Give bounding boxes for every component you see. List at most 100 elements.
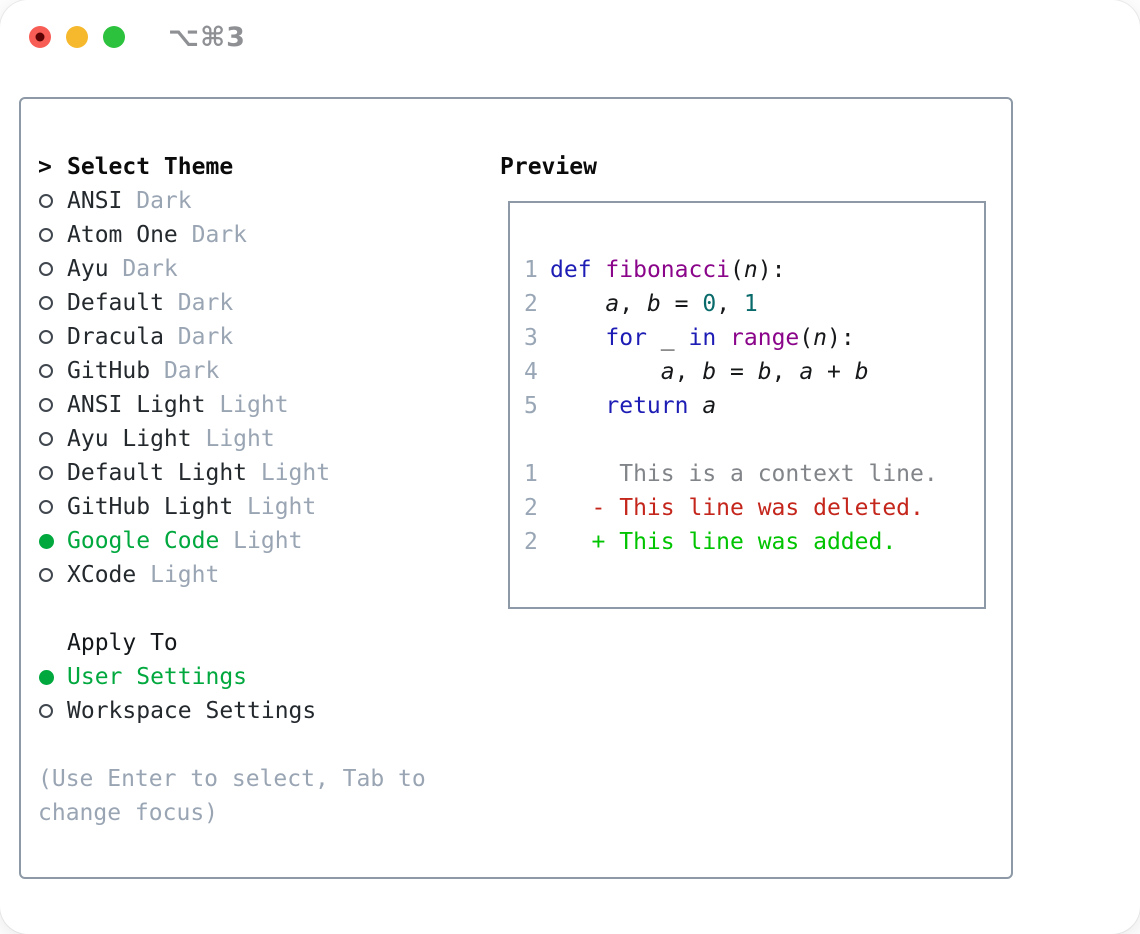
code-token: b: [757, 359, 772, 385]
radio-icon: [38, 432, 67, 446]
theme-option[interactable]: Dracula Dark: [38, 320, 483, 354]
code-token: [550, 359, 661, 385]
theme-name-label: Google Code: [67, 528, 220, 554]
theme-option[interactable]: Default Dark: [38, 286, 483, 320]
line-number: 4: [524, 359, 538, 385]
apply-to-option[interactable]: User Settings: [38, 660, 483, 694]
radio-unselected-icon: [39, 228, 53, 242]
diff-line: 2 + This line was added.: [524, 525, 984, 559]
diff-line: 1 This is a context line.: [524, 457, 984, 491]
code-line: 5 return a: [524, 389, 984, 423]
radio-unselected-icon: [39, 262, 53, 276]
radio-icon: [38, 398, 67, 412]
radio-unselected-icon: [39, 330, 53, 344]
theme-name-label: Atom One: [67, 222, 178, 248]
titlebar: ⌥⌘3: [0, 0, 1140, 74]
select-theme-header: > Select Theme: [38, 150, 483, 184]
window-title: ⌥⌘3: [168, 22, 246, 53]
code-token: ,: [771, 359, 800, 385]
line-number: 1: [524, 461, 538, 487]
theme-option[interactable]: Ayu Light Light: [38, 422, 483, 456]
code-token: for: [605, 325, 647, 351]
code-token: +: [813, 359, 855, 385]
theme-variant-label: Light: [205, 392, 289, 418]
apply-option-label: Workspace Settings: [67, 698, 317, 724]
minimize-button[interactable]: [66, 26, 88, 48]
theme-option[interactable]: GitHub Light Light: [38, 490, 483, 524]
theme-variant-label: Dark: [177, 222, 248, 248]
code-token: (: [799, 325, 814, 351]
close-button[interactable]: [29, 26, 51, 48]
theme-option[interactable]: ANSI Dark: [38, 184, 483, 218]
code-token: n: [813, 325, 828, 351]
code-token: range: [730, 325, 800, 351]
line-number: 2: [524, 291, 538, 317]
theme-option[interactable]: Atom One Dark: [38, 218, 483, 252]
line-number: 2: [524, 529, 538, 555]
code-token: [550, 291, 605, 317]
theme-variant-label: Dark: [122, 188, 192, 214]
code-token: [688, 393, 702, 419]
theme-option[interactable]: GitHub Dark: [38, 354, 483, 388]
spacer: [38, 592, 483, 626]
code-token: [716, 325, 730, 351]
code-token: =: [716, 359, 758, 385]
code-token: a: [605, 291, 620, 317]
select-theme-title: Select Theme: [67, 154, 234, 180]
code-token: [550, 325, 605, 351]
theme-option[interactable]: ANSI Light Light: [38, 388, 483, 422]
radio-icon: [38, 262, 67, 276]
keyboard-hint: (Use Enter to select, Tab to change focu…: [38, 766, 426, 826]
theme-variant-label: Light: [136, 562, 220, 588]
line-number: 2: [524, 495, 538, 521]
theme-variant-label: Light: [247, 460, 331, 486]
code-token: ):: [757, 257, 786, 283]
radio-icon: [38, 330, 67, 344]
code-token: _: [646, 325, 689, 351]
code-token: a: [799, 359, 814, 385]
apply-option-label: User Settings: [67, 664, 248, 690]
theme-option[interactable]: Ayu Dark: [38, 252, 483, 286]
code-line: 4 a, b = b, a + b: [524, 355, 984, 389]
diff-text: - This line was deleted.: [550, 495, 924, 521]
code-token: =: [660, 291, 703, 317]
apply-to-option[interactable]: Workspace Settings: [38, 694, 483, 728]
theme-variant-label: Dark: [163, 290, 234, 316]
zoom-button[interactable]: [103, 26, 125, 48]
theme-name-label: GitHub: [67, 358, 151, 384]
theme-name-label: ANSI: [67, 188, 123, 214]
theme-option[interactable]: Google Code Light: [38, 524, 483, 558]
radio-selected-icon: [39, 533, 54, 549]
radio-selected-icon: [39, 669, 54, 685]
theme-option[interactable]: Default Light Light: [38, 456, 483, 490]
code-token: def: [550, 257, 592, 283]
spacer: [38, 728, 483, 762]
radio-unselected-icon: [39, 500, 53, 514]
radio-icon: [38, 568, 67, 582]
diff-text: This is a context line.: [550, 461, 938, 487]
code-line: 3 for _ in range(n):: [524, 321, 984, 355]
theme-name-label: XCode: [67, 562, 137, 588]
traffic-lights: [29, 26, 125, 48]
theme-variant-label: Light: [219, 528, 303, 554]
code-token: 1: [743, 291, 758, 317]
radio-unselected-icon: [39, 568, 53, 582]
focus-caret-icon: >: [38, 154, 52, 180]
code-token: [550, 393, 605, 419]
code-token: b: [854, 359, 869, 385]
theme-option[interactable]: XCode Light: [38, 558, 483, 592]
code-token: n: [743, 257, 758, 283]
code-token: ,: [674, 359, 703, 385]
line-number: 3: [524, 325, 538, 351]
radio-unselected-icon: [39, 466, 53, 480]
line-number: 5: [524, 393, 538, 419]
code-token: fibonacci: [605, 257, 731, 283]
radio-unselected-icon: [39, 398, 53, 412]
